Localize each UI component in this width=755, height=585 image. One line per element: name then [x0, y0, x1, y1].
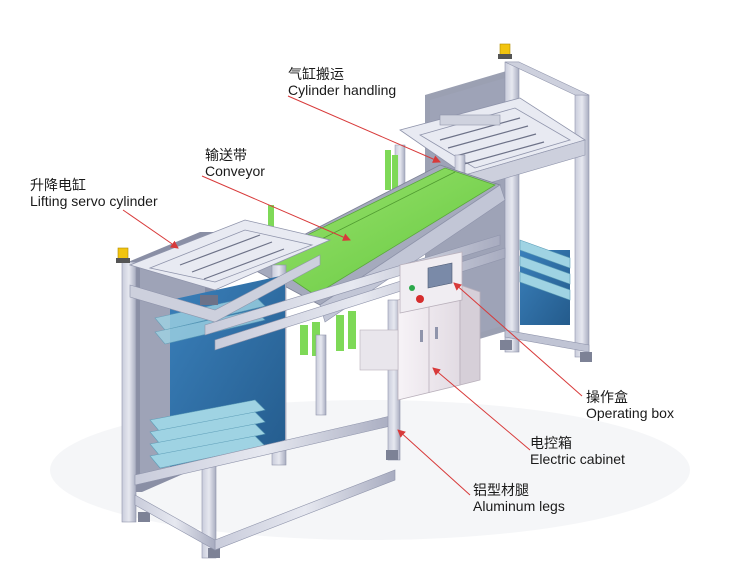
callout-cylinder-handling: 气缸搬运 Cylinder handling	[288, 66, 396, 98]
callout-opbox-zh: 操作盒	[586, 389, 628, 405]
callout-opbox-en: Operating box	[586, 405, 674, 422]
callout-conveyor: 输送带 Conveyor	[205, 147, 265, 179]
callout-line-conveyor	[201, 175, 351, 241]
callout-aluminum-legs: 铝型材腿 Aluminum legs	[473, 482, 565, 514]
callout-conveyor-en: Conveyor	[205, 163, 265, 180]
callout-cylinder-zh: 气缸搬运	[288, 66, 344, 82]
callout-cabinet-zh: 电控箱	[530, 435, 572, 451]
front-beacon-icon	[116, 247, 130, 263]
callout-line-lifting	[122, 209, 179, 249]
callout-cabinet-en: Electric cabinet	[530, 451, 625, 468]
callout-legs-en: Aluminum legs	[473, 498, 565, 515]
callout-electric-cabinet: 电控箱 Electric cabinet	[530, 435, 625, 467]
callout-conveyor-zh: 输送带	[205, 147, 247, 163]
callout-line-opbox	[453, 282, 583, 397]
rear-beacon-icon	[498, 43, 512, 59]
callout-operating-box: 操作盒 Operating box	[586, 389, 674, 421]
callout-cylinder-en: Cylinder handling	[288, 82, 397, 99]
cylinder-handling-gantry	[385, 97, 586, 211]
front-gantry	[128, 219, 332, 323]
callout-line-cylinder	[287, 95, 441, 163]
callout-lifting-zh: 升降电缸	[30, 177, 86, 193]
callout-line-legs	[397, 429, 471, 496]
operating-box	[399, 251, 463, 314]
callout-legs-zh: 铝型材腿	[473, 482, 529, 498]
electric-cabinet	[359, 284, 481, 401]
callout-line-cabinet	[432, 367, 531, 451]
front-tower	[121, 219, 332, 559]
callout-lifting-servo: 升降电缸 Lifting servo cylinder	[30, 177, 158, 209]
callout-lifting-en: Lifting servo cylinder	[30, 193, 158, 210]
callout-lines	[122, 95, 583, 496]
